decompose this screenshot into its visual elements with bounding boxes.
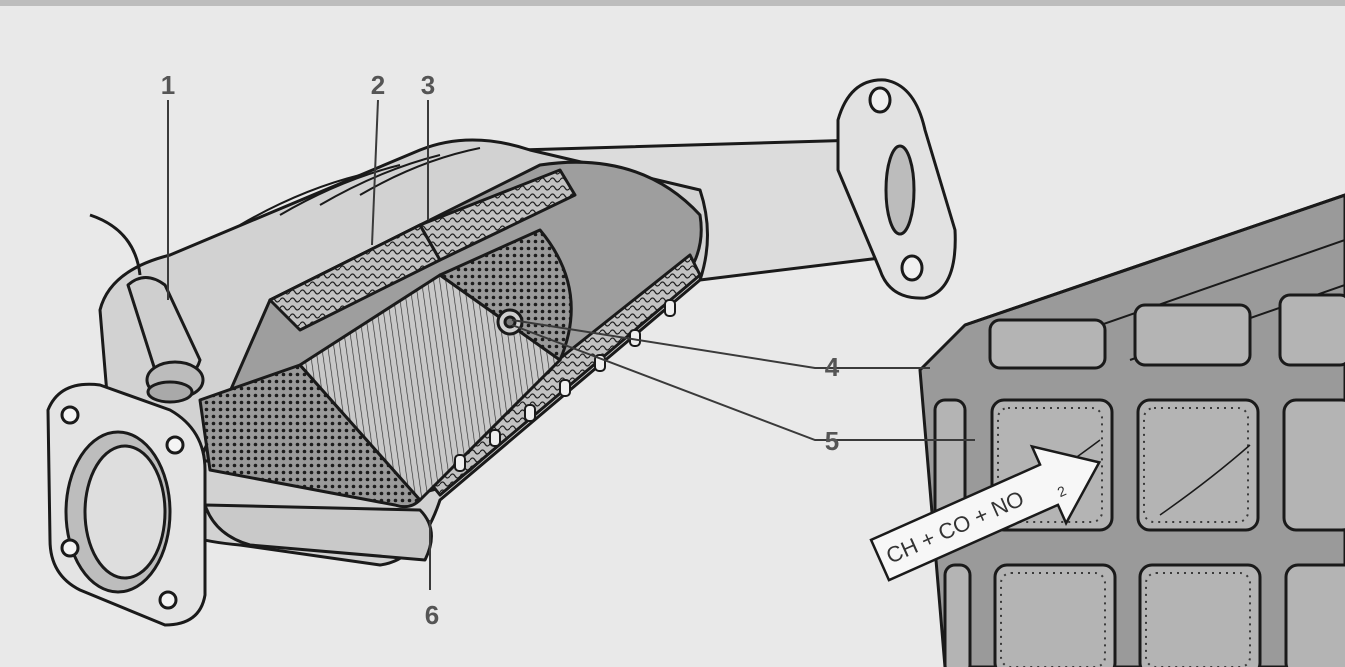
monolith-detail [918,193,1345,667]
channel-cell [1282,398,1345,532]
callout-4: 4 [825,352,840,382]
detail-block [918,193,1345,667]
leader-line-2 [371,99,379,246]
converter-illustration [46,78,957,627]
callout-2: 2 [371,70,385,100]
channel-cell [1133,303,1252,367]
leader-line-4 [511,319,930,369]
channel-cell [988,318,1107,370]
top-border [0,0,1345,6]
callout-5: 5 [825,426,839,456]
channel-cell [1136,398,1260,532]
channel-cell [1138,563,1262,667]
housing-bottom-shell [203,503,433,562]
callout-6: 6 [425,600,439,630]
callout-1: 1 [161,70,175,100]
channel-cell [993,563,1117,667]
leader-lines [167,99,975,590]
callout-3: 3 [421,70,435,100]
ceramic-monolith-rear [438,228,573,362]
channel-cell [943,563,972,667]
sensor-cable [89,213,142,276]
channel-cell [1278,293,1345,367]
channel-cell [1284,563,1345,667]
leader-line-5 [511,324,975,441]
